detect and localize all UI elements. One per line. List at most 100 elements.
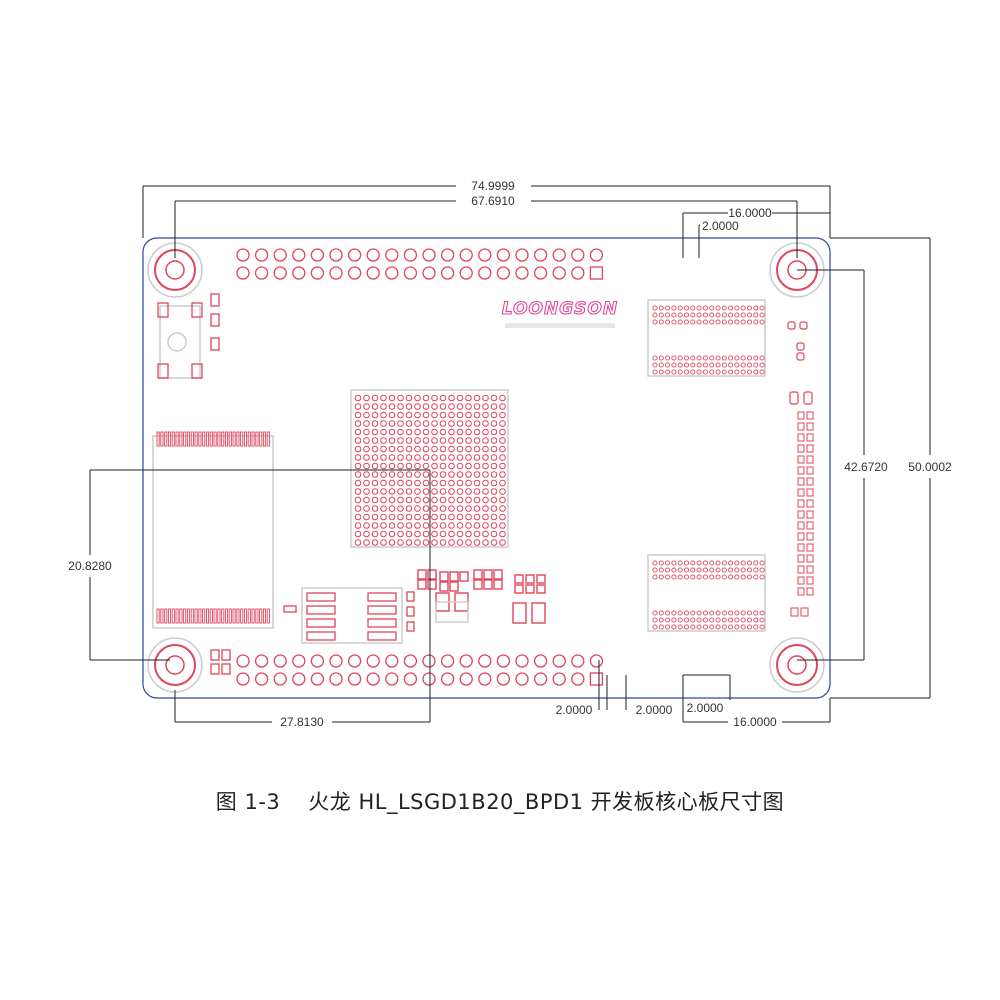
bga-ball — [490, 471, 498, 478]
connector-pin — [202, 608, 206, 624]
regulator-silk — [301, 587, 403, 644]
bga-ball — [465, 462, 472, 470]
bga-ball — [456, 454, 464, 461]
memory-chip-bottom-pads — [652, 560, 765, 630]
memory-pad — [728, 319, 734, 325]
bga-ball — [456, 530, 464, 538]
bga-ball — [490, 428, 498, 436]
memory-pad — [734, 624, 740, 630]
bga-ball — [490, 479, 498, 487]
logo-subtitle-silk — [505, 323, 615, 328]
bga-ball — [397, 488, 404, 495]
bga-ball — [371, 479, 379, 487]
bga-ball — [405, 513, 413, 521]
bga-ball — [380, 394, 387, 402]
bga-ball — [354, 513, 362, 521]
bga-ball — [380, 539, 387, 546]
memory-pad — [658, 624, 664, 630]
memory-pad — [652, 624, 658, 630]
bga-ball — [465, 454, 472, 461]
dim-bottom-pitch-1: 2.0000 — [556, 703, 593, 717]
bga-ball — [414, 437, 421, 444]
header-pin — [496, 672, 511, 686]
header-pin — [440, 672, 455, 686]
bga-ball — [499, 505, 506, 512]
bga-ball — [490, 394, 498, 402]
bga-ball — [422, 420, 430, 427]
bga-ball — [354, 394, 362, 402]
bga-ball — [354, 445, 362, 453]
header-pin — [403, 654, 418, 668]
bga-ball — [388, 454, 396, 461]
memory-pad — [652, 312, 658, 318]
memory-pad — [715, 560, 721, 566]
connector-pin — [224, 608, 229, 624]
passive-component — [806, 543, 814, 552]
bga-ball — [465, 403, 472, 410]
memory-pad — [683, 560, 690, 566]
memory-pad — [696, 369, 702, 375]
memory-pad — [671, 319, 677, 325]
bga-ball — [482, 513, 489, 521]
bga-ball — [380, 428, 387, 436]
memory-pad — [753, 574, 759, 580]
memory-pad — [759, 624, 765, 630]
bga-ball — [490, 454, 498, 461]
bga-ball — [473, 454, 481, 461]
memory-pad — [740, 369, 746, 375]
header-pin — [347, 654, 362, 668]
memory-pad — [753, 355, 759, 361]
memory-pad — [746, 355, 753, 361]
dim-bottom-pitch-2: 2.0000 — [636, 703, 673, 717]
memory-pad — [677, 369, 683, 375]
bga-ball — [431, 471, 438, 478]
passive-component — [806, 499, 814, 508]
header-pin — [459, 248, 473, 262]
header-pin — [589, 248, 604, 262]
connector-pin — [221, 608, 225, 624]
bga-ball — [414, 488, 421, 495]
memory-pad — [734, 305, 740, 311]
header-pin — [385, 654, 399, 668]
bga-ball — [371, 488, 379, 495]
bga-ball — [490, 530, 498, 538]
bga-ball — [363, 471, 370, 478]
memory-pad — [671, 567, 677, 573]
bga-ball — [490, 488, 498, 495]
bga-ball — [422, 522, 430, 529]
bga-ball — [439, 403, 447, 410]
connector-pin — [247, 608, 251, 624]
bga-ball — [405, 479, 413, 487]
figure-number: 图 1-3 — [215, 790, 281, 814]
bga-ball — [439, 462, 447, 470]
bga-ball — [397, 445, 404, 453]
header-pin — [533, 654, 548, 668]
header-pin — [254, 266, 269, 280]
bga-ball — [388, 522, 396, 529]
connector-pin — [243, 608, 248, 624]
memory-pad — [677, 574, 683, 580]
bga-ball — [414, 394, 421, 402]
passive-component — [800, 607, 809, 617]
bga-ball — [397, 522, 404, 529]
bga-ball — [405, 539, 413, 546]
bga-ball — [465, 522, 472, 529]
connector-pin — [160, 431, 164, 447]
bga-ball — [456, 522, 464, 529]
header-pin — [589, 654, 604, 668]
bga-ball — [473, 479, 481, 487]
bga-ball — [448, 488, 455, 495]
dim-bga-offset-x: 27.8130 — [280, 715, 324, 729]
memory-pad — [709, 312, 715, 318]
bga-ball — [448, 445, 455, 453]
memory-pad — [721, 369, 727, 375]
header-pin — [440, 248, 455, 262]
bga-ball — [397, 539, 404, 546]
memory-pad — [721, 610, 727, 616]
connector-pin — [247, 431, 251, 447]
memory-pad — [721, 574, 727, 580]
header-pin — [347, 672, 362, 686]
header-pin — [254, 248, 269, 262]
